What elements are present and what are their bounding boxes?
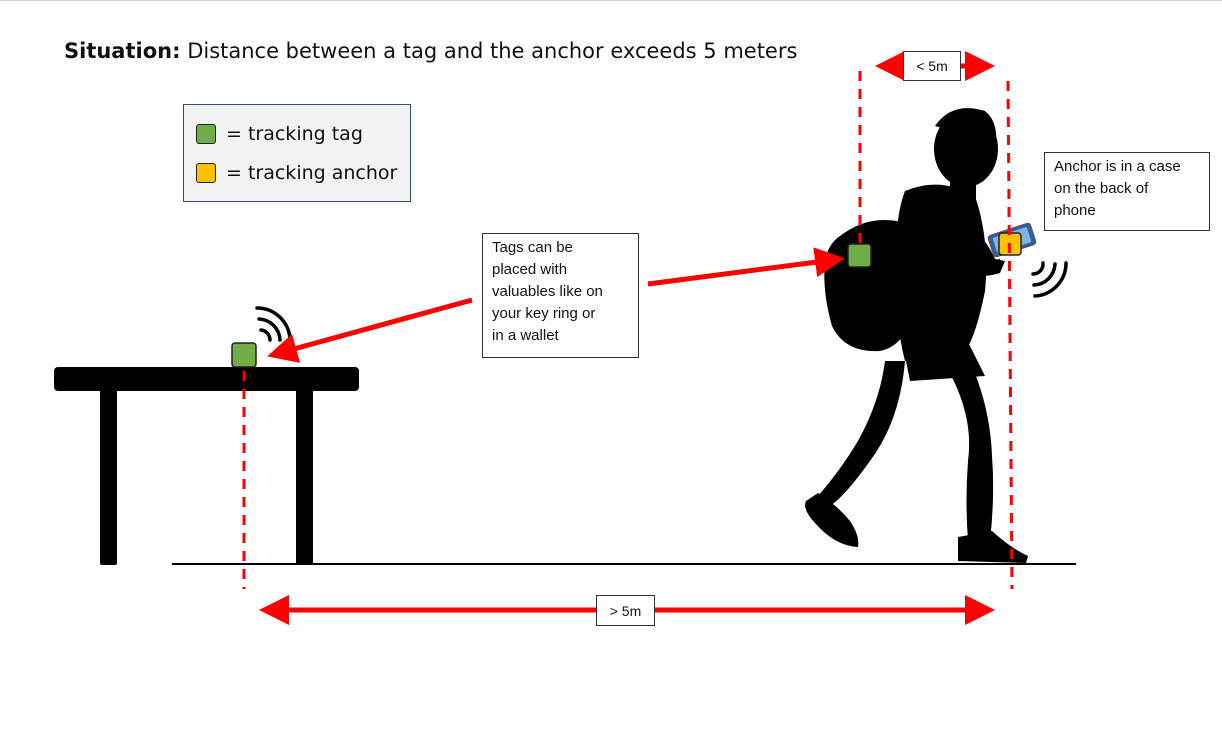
tag-pointer-arrow-left	[267, 297, 473, 363]
anchor-callout: Anchor is in a case on the back of phone	[1044, 152, 1210, 231]
callout-line: valuables like on	[492, 283, 603, 300]
short-distance-label: < 5m	[903, 51, 961, 81]
tag-pointer-arrow-right	[647, 247, 845, 287]
table-icon	[54, 367, 359, 565]
callout-line: placed with	[492, 261, 568, 278]
callout-line: Tags can be	[492, 239, 573, 256]
page-title: Situation: Distance between a tag and th…	[64, 39, 797, 63]
backpack-tracking-tag	[847, 243, 872, 268]
legend-swatch-anchor	[196, 163, 216, 183]
callout-line: your key ring or	[492, 305, 596, 322]
dashed-guides	[242, 71, 1014, 590]
legend-item-tag: = tracking tag	[196, 123, 363, 145]
legend-label-anchor: = tracking anchor	[226, 162, 398, 184]
legend: = tracking tag = tracking anchor	[183, 104, 411, 202]
legend-item-anchor: = tracking anchor	[196, 162, 397, 184]
backpack-icon	[824, 219, 914, 352]
signal-waves-icon	[1031, 261, 1068, 298]
callout-line: in a wallet	[492, 327, 559, 344]
signal-waves-icon	[255, 306, 292, 343]
legend-label-tag: = tracking tag	[226, 123, 363, 145]
person-silhouette-icon	[805, 108, 1028, 563]
table-tracking-tag	[231, 342, 257, 368]
callout-line: Anchor is in a case	[1054, 158, 1181, 175]
tags-callout: Tags can be placed with valuables like o…	[482, 233, 639, 358]
callout-line: phone	[1054, 202, 1096, 219]
legend-swatch-tag	[196, 124, 216, 144]
title-text: Distance between a tag and the anchor ex…	[187, 39, 798, 63]
callout-line: on the back of	[1054, 180, 1149, 197]
long-distance-label: > 5m	[596, 595, 655, 626]
title-bold: Situation:	[64, 39, 181, 63]
